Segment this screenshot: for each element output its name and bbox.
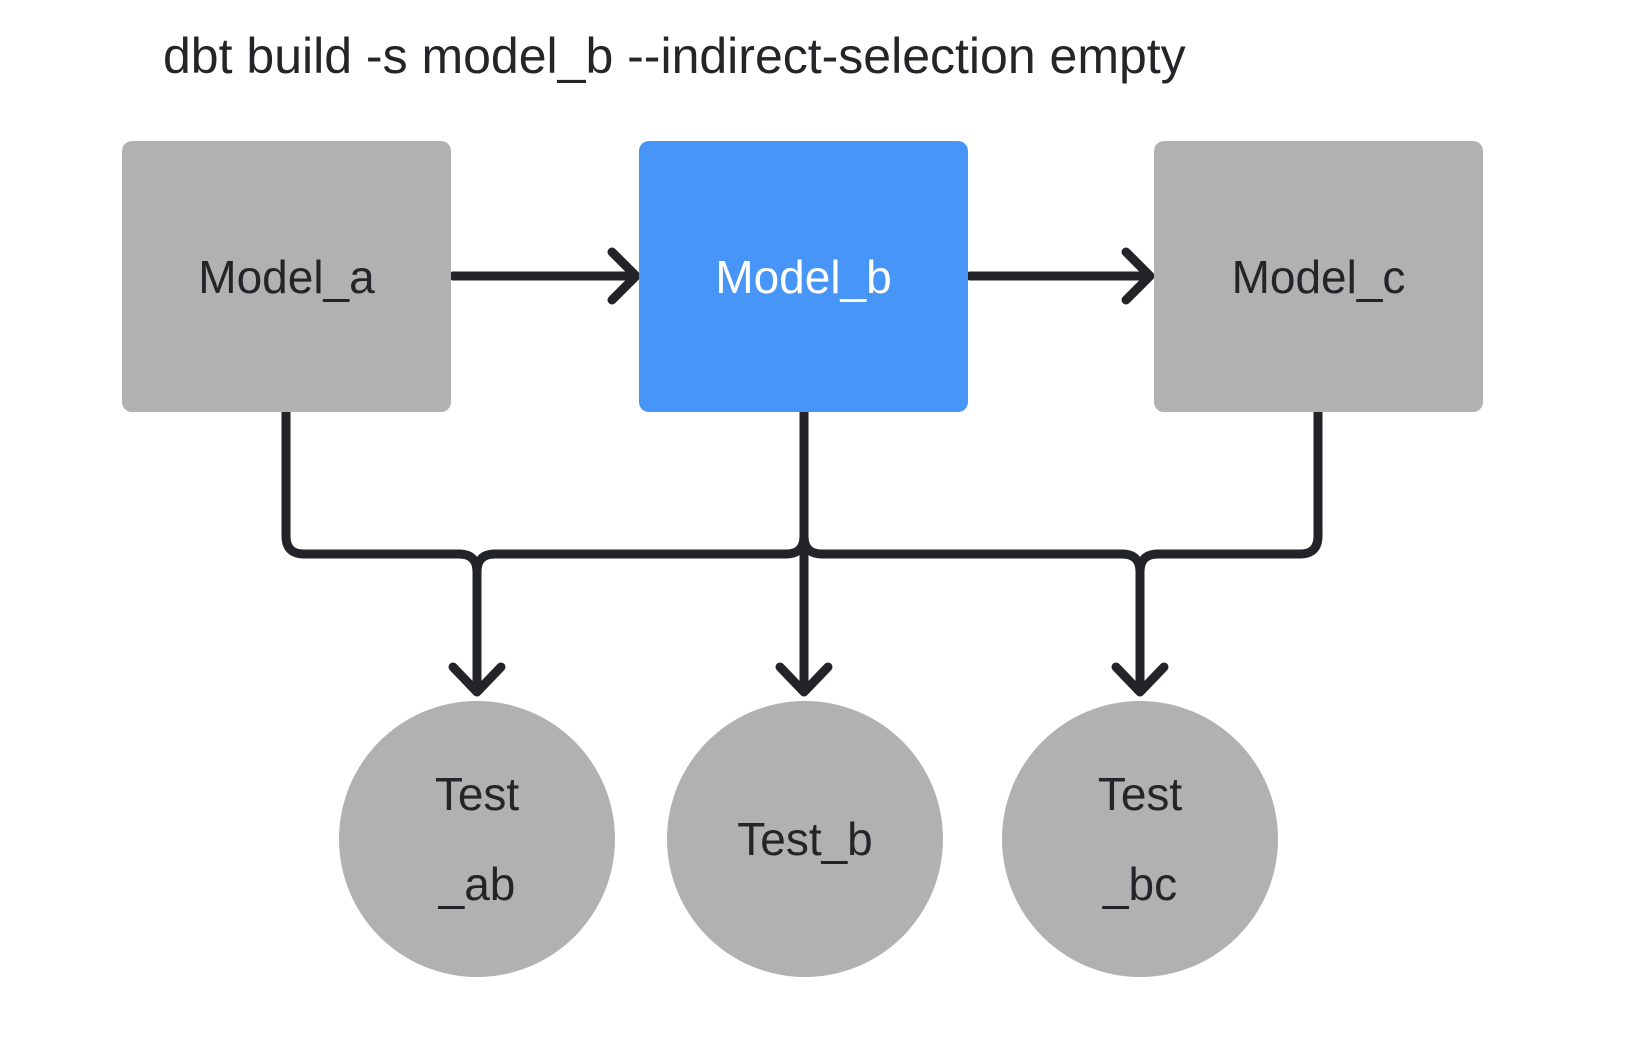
edges-group — [281, 247, 1323, 697]
node-test-bc-label: Test _bc — [1097, 768, 1183, 910]
edge-rail-model-b-to-test-bc — [799, 531, 1145, 577]
diagram-title: dbt build -s model_b --indirect-selectio… — [163, 28, 1186, 84]
node-test-b: Test_b — [667, 701, 943, 977]
node-test-ab-label: Test _ab — [434, 768, 520, 910]
node-model-a-label: Model_a — [198, 250, 375, 303]
node-model-b-selected: Model_b — [639, 141, 968, 412]
node-test-ab: Test _ab — [339, 701, 615, 977]
edge-rail-test-ab-to-model-b — [472, 531, 809, 577]
edge-model-a-to-model-b — [448, 247, 641, 305]
node-model-a: Model_a — [122, 141, 451, 412]
node-test-b-label: Test_b — [737, 813, 873, 865]
node-model-b-label: Model_b — [715, 250, 892, 303]
edge-model-c-to-test-bc — [1111, 407, 1323, 697]
node-model-c: Model_c — [1154, 141, 1483, 412]
node-model-c-label: Model_c — [1231, 250, 1406, 303]
node-test-bc: Test _bc — [1002, 701, 1278, 977]
edge-model-b-to-model-c — [965, 247, 1155, 305]
edge-model-a-to-test-ab — [281, 407, 506, 697]
